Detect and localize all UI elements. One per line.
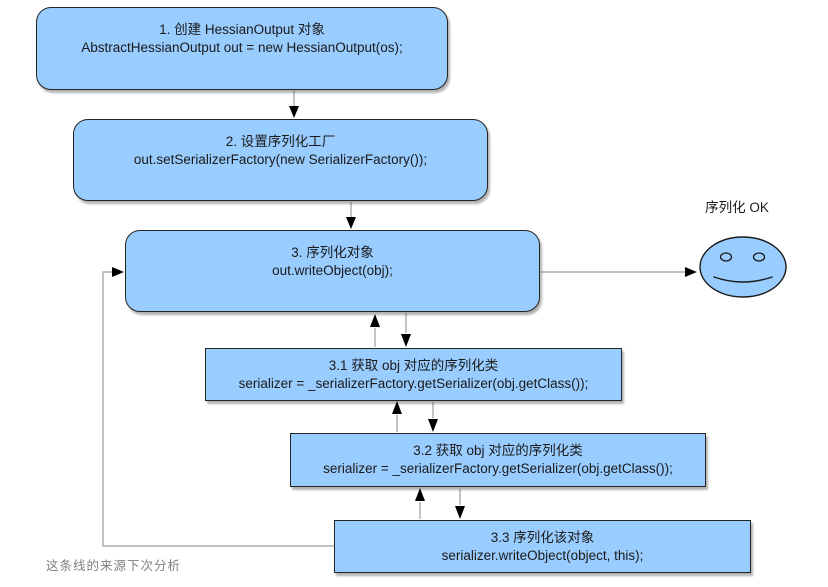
connector-step1-step2 (289, 91, 299, 118)
node-step3-1: 3.1 获取 obj 对应的序列化类 serializer = _seriali… (205, 348, 622, 401)
arrow-up-icon (392, 401, 402, 414)
node-step3: 3. 序列化对象 out.writeObject(obj); (125, 230, 540, 312)
node-title: 3.2 获取 obj 对应的序列化类 (413, 443, 583, 458)
node-step2: 2. 设置序列化工厂 out.setSerializerFactory(new … (73, 119, 488, 201)
arrow-down-icon (428, 419, 438, 432)
node-step3-2: 3.2 获取 obj 对应的序列化类 serializer = _seriali… (290, 433, 706, 487)
smiley-mouth (713, 276, 773, 283)
node-code: out.writeObject(obj); (272, 263, 393, 278)
connector-step33-up-step32 (415, 488, 425, 519)
node-code: serializer.writeObject(object, this); (441, 547, 644, 563)
connector-step31-up-step3 (370, 314, 380, 347)
node-code: out.setSerializerFactory(new SerializerF… (133, 152, 428, 167)
connector-step3-down-step31 (401, 313, 411, 347)
connector-step32-up-step31 (392, 401, 402, 432)
connector-step31-down-step32 (428, 402, 438, 432)
arrow-down-icon (401, 334, 411, 347)
node-title: 1. 创建 HessianOutput 对象 (159, 22, 325, 37)
arrow-down-icon (455, 506, 465, 519)
node-step1: 1. 创建 HessianOutput 对象 AbstractHessianOu… (36, 7, 448, 90)
connector-step3-result (541, 267, 697, 277)
arrow-right-icon (685, 267, 697, 277)
smiley-eye-left (719, 252, 733, 262)
node-title: 3.3 序列化该对象 (490, 529, 595, 545)
node-code: serializer = _serializerFactory.getSeria… (323, 461, 673, 476)
note-text: 这条线的来源下次分析 (46, 559, 182, 573)
arrow-right-icon (112, 267, 124, 277)
node-title: 2. 设置序列化工厂 (225, 134, 336, 149)
node-title: 3.1 获取 obj 对应的序列化类 (328, 357, 499, 373)
node-code: serializer = _serializerFactory.getSeria… (238, 375, 589, 391)
smiley-face-icon (699, 236, 787, 298)
node-code: AbstractHessianOutput out = new HessianO… (81, 40, 403, 55)
arrow-up-icon (415, 488, 425, 501)
result-label: 序列化 OK (705, 200, 769, 215)
node-title: 3. 序列化对象 (291, 245, 374, 260)
arrow-up-icon (370, 314, 380, 327)
arrow-down-icon (289, 106, 299, 118)
connector-step32-down-step33 (455, 489, 465, 519)
smiley-eye-right (752, 252, 766, 262)
arrow-down-icon (346, 217, 356, 229)
node-step3-3: 3.3 序列化该对象 serializer.writeObject(object… (334, 520, 751, 573)
smiley-head (699, 236, 787, 298)
connector-step2-step3 (346, 202, 356, 229)
